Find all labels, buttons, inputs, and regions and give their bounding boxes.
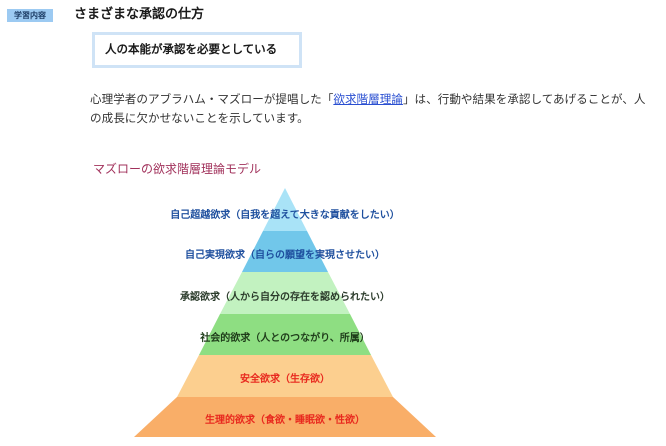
layer-label-social: 社会的欲求（人とのつながり、所属） — [200, 333, 370, 344]
intro-paragraph: 心理学者のアブラハム・マズローが提唱した「欲求階層理論」は、行動や結果を承認して… — [90, 90, 655, 128]
layer-label-self-actualization: 自己実現欲求（自らの願望を実現させたい） — [185, 250, 385, 261]
layer-label-safety: 安全欲求（生存欲） — [240, 374, 330, 385]
learning-content-badge: 学習内容 — [7, 9, 53, 22]
diagram-title: マズローの欲求階層理論モデル — [93, 162, 262, 176]
pyramid-layer-social — [199, 314, 371, 355]
section-title: さまざまな承認の仕方 — [74, 7, 205, 22]
pyramid-layer-safety — [177, 355, 393, 397]
pyramid-layer-physiological — [134, 397, 436, 437]
intro-text-before-link: 心理学者のアブラハム・マズローが提唱した「 — [90, 92, 334, 106]
layer-label-esteem: 承認欲求（人から自分の存在を認められたい） — [180, 292, 390, 303]
pyramid-layer-self-transcendence — [263, 188, 307, 231]
pyramid-layer-esteem — [220, 272, 350, 314]
subheading-text: 人の本能が承認を必要としている — [105, 42, 278, 56]
layer-label-physiological: 生理的欲求（食欲・睡眠欲・性欲） — [205, 415, 365, 426]
layer-label-self-transcendence: 自己超越欲求（自我を超えて大きな貢献をしたい） — [170, 210, 400, 221]
intro-text-after-link: 」は、行動や結果を承認してあげることが、人の成長に欠かせないことを示しています。 — [90, 92, 646, 125]
hierarchy-of-needs-link[interactable]: 欲求階層理論 — [333, 92, 403, 106]
subheading-box: 人の本能が承認を必要としている — [92, 32, 302, 68]
pyramid-layer-self-actualization — [242, 231, 328, 272]
